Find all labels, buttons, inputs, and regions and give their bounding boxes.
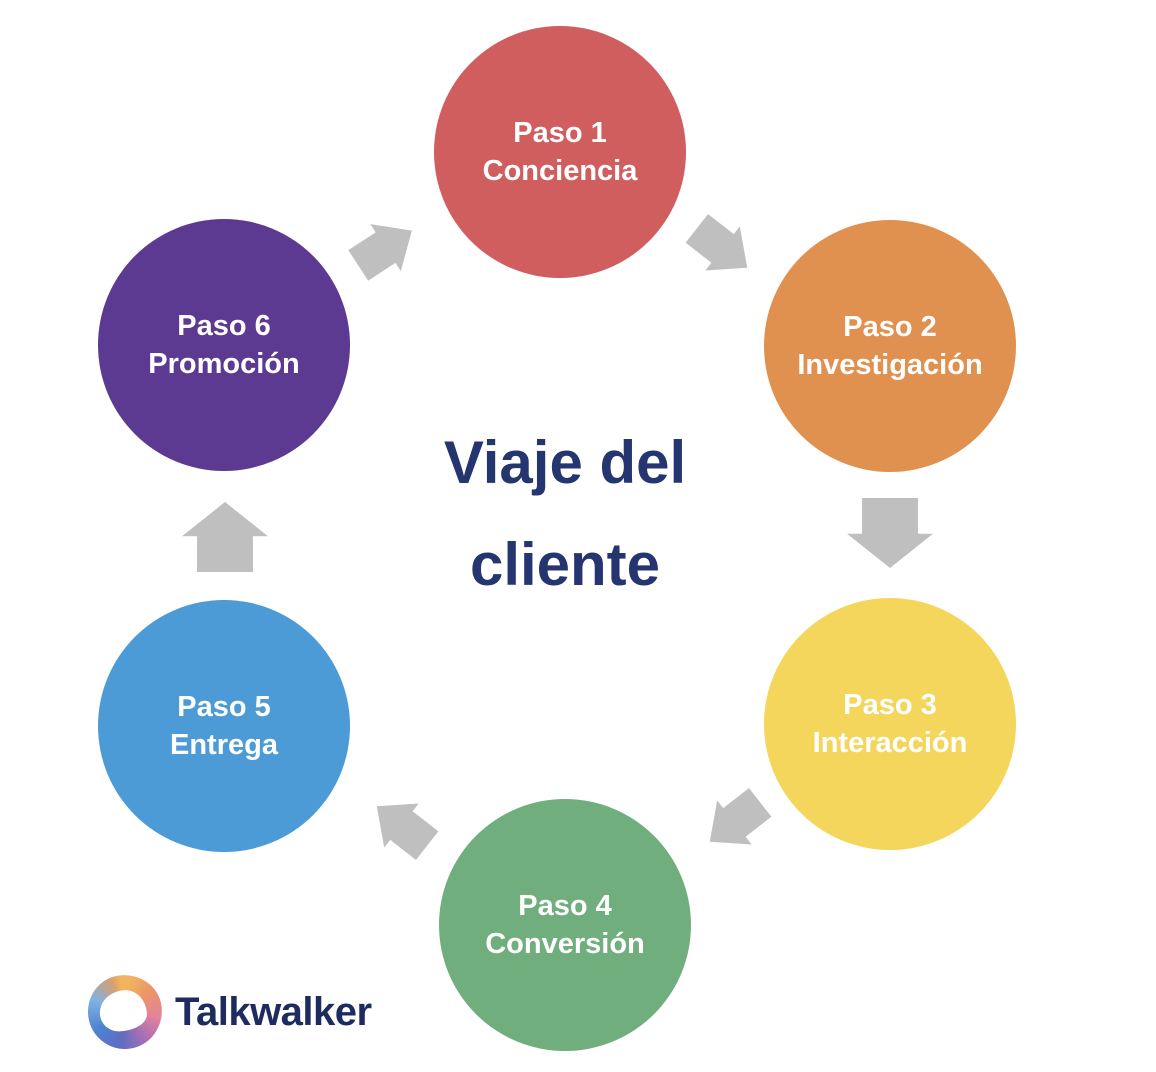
step-label: Paso 4 Conversión xyxy=(485,887,645,963)
talkwalker-logo-icon xyxy=(83,970,167,1054)
step-circle-promocion: Paso 6 Promoción xyxy=(98,219,350,471)
cycle-arrow-icon xyxy=(360,784,445,868)
diagram-title: Viaje del cliente xyxy=(315,412,815,616)
step-name: Conciencia xyxy=(482,155,638,187)
step-circle-conciencia: Paso 1 Conciencia xyxy=(434,26,686,278)
step-circle-interaccion: Paso 3 Interacción xyxy=(764,598,1016,850)
cycle-arrow-icon xyxy=(680,206,765,290)
step-name: Investigación xyxy=(797,349,983,381)
step-label: Paso 6 Promoción xyxy=(148,307,299,383)
step-number: Paso 1 xyxy=(513,117,607,149)
step-label: Paso 2 Investigación xyxy=(797,308,982,384)
step-name: Promoción xyxy=(148,348,300,380)
cycle-arrow-icon xyxy=(343,207,427,289)
diagram-title-line-2: cliente xyxy=(469,531,661,598)
step-name: Interacción xyxy=(812,727,968,759)
talkwalker-logo-blob xyxy=(99,989,148,1033)
step-number: Paso 5 xyxy=(177,691,271,723)
step-name: Entrega xyxy=(170,729,278,761)
cycle-arrow-icon xyxy=(847,498,933,568)
step-number: Paso 4 xyxy=(518,890,612,922)
talkwalker-wordmark: Talkwalker xyxy=(175,989,372,1034)
step-circle-entrega: Paso 5 Entrega xyxy=(98,600,350,852)
step-label: Paso 3 Interacción xyxy=(813,686,968,762)
diagram-title-line-1: Viaje del xyxy=(443,429,687,496)
step-number: Paso 3 xyxy=(843,689,937,721)
cycle-arrow-icon xyxy=(182,502,268,572)
step-circle-conversion: Paso 4 Conversión xyxy=(439,799,691,1051)
cycle-arrow-icon xyxy=(693,780,778,864)
talkwalker-logo: Talkwalker xyxy=(83,970,372,1054)
step-circle-investigacion: Paso 2 Investigación xyxy=(764,220,1016,472)
step-label: Paso 5 Entrega xyxy=(170,688,278,764)
step-number: Paso 6 xyxy=(177,310,271,342)
step-label: Paso 1 Conciencia xyxy=(483,114,638,190)
step-name: Conversión xyxy=(485,928,645,960)
step-number: Paso 2 xyxy=(843,311,937,343)
